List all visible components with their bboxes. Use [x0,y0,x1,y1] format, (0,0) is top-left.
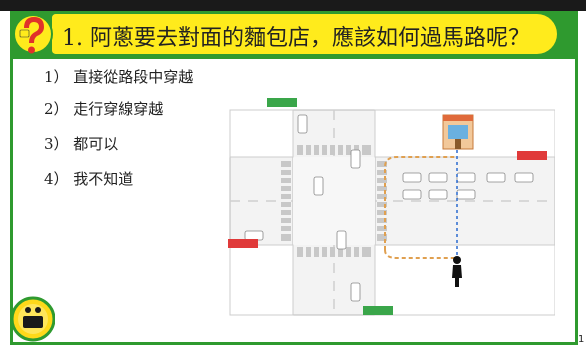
sign-bottom [363,306,393,315]
question-mark-icon [13,14,53,54]
page-number: 1 [578,334,585,345]
option-3[interactable]: 3） 都可以 [44,135,119,153]
option-4[interactable]: 4） 我不知道 [44,170,134,188]
intersection-scene [228,98,555,316]
pedestrian-icon [452,256,462,287]
sign-top-left [267,98,297,107]
question-title: 1. 阿蔥要去對面的麵包店，應該如何過馬路呢？ [62,26,530,51]
sign-left [228,239,258,248]
option-2[interactable]: 2） 走行穿線穿越 [44,100,164,118]
crosswalk-path [384,156,457,250]
option-1[interactable]: 1） 直接從路段中穿越 [44,68,194,86]
traffic-safety-logo [11,296,55,342]
top-bar [0,0,586,11]
title-pill [52,14,557,54]
car-vertical [297,114,308,134]
bakery-shop-icon [442,114,474,150]
sign-right [517,151,547,160]
